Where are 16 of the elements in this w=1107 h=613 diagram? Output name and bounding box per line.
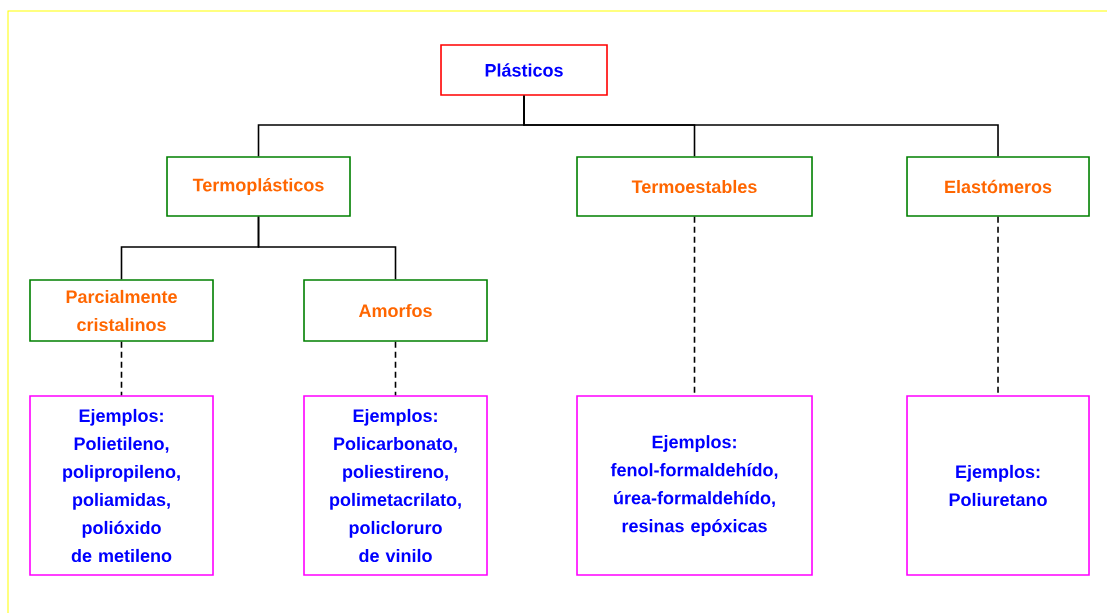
category-box: Termoplásticos xyxy=(166,156,351,217)
category-box: Parcialmente cristalinos xyxy=(29,279,214,342)
connector-line xyxy=(257,216,397,280)
example-box: Ejemplos: Polietileno, polipropileno, poliamidas, polióxido de metileno xyxy=(29,395,214,576)
example-box: Ejemplos: fenol-formaldehído, úrea-formaldehído, resinas epóxicas xyxy=(576,395,813,576)
category-box: Elastómeros xyxy=(906,156,1090,217)
example-box: Ejemplos: Policarbonato, poliestireno, polimetacrilato, policloruro de vinilo xyxy=(303,395,488,576)
connector-line xyxy=(997,216,999,396)
category-box: Amorfos xyxy=(303,279,488,342)
category-box: Plásticos xyxy=(440,44,608,96)
connector-line xyxy=(693,216,696,396)
connector-line xyxy=(394,341,397,396)
category-box: Termoestables xyxy=(576,156,813,217)
connector-line xyxy=(523,95,999,157)
connector-line xyxy=(120,341,123,396)
example-box: Ejemplos: Poliuretano xyxy=(906,395,1090,576)
